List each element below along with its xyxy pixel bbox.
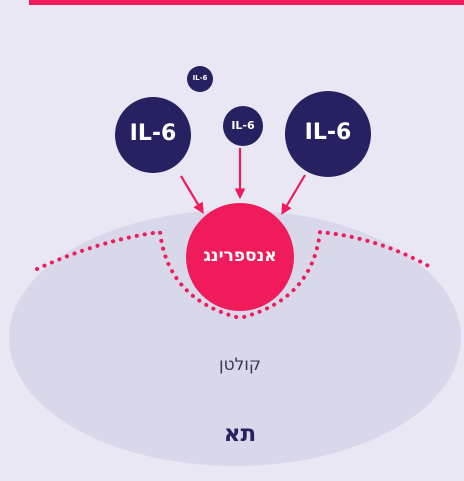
il6-tiny-label: IL-6 (192, 74, 208, 82)
receptor-label: קולטן (218, 355, 261, 375)
cell-label: תא (223, 421, 257, 447)
drug-circle (186, 203, 294, 311)
arrow-left (180, 175, 204, 214)
il6-right-circle (285, 91, 371, 177)
arrow-right (281, 174, 306, 215)
il6-right-label: IL-6 (304, 120, 352, 145)
cell-body (9, 210, 461, 466)
drug-label: אנספרינג (203, 246, 277, 266)
il6-small-label: IL-6 (231, 119, 255, 132)
il6-left-label: IL-6 (129, 121, 177, 146)
cell-membrane (35, 229, 434, 321)
il6-left-circle (115, 97, 191, 173)
top-accent-line (29, 0, 464, 5)
il6-small-circle (223, 106, 263, 146)
il6-tiny-circle (187, 66, 213, 92)
